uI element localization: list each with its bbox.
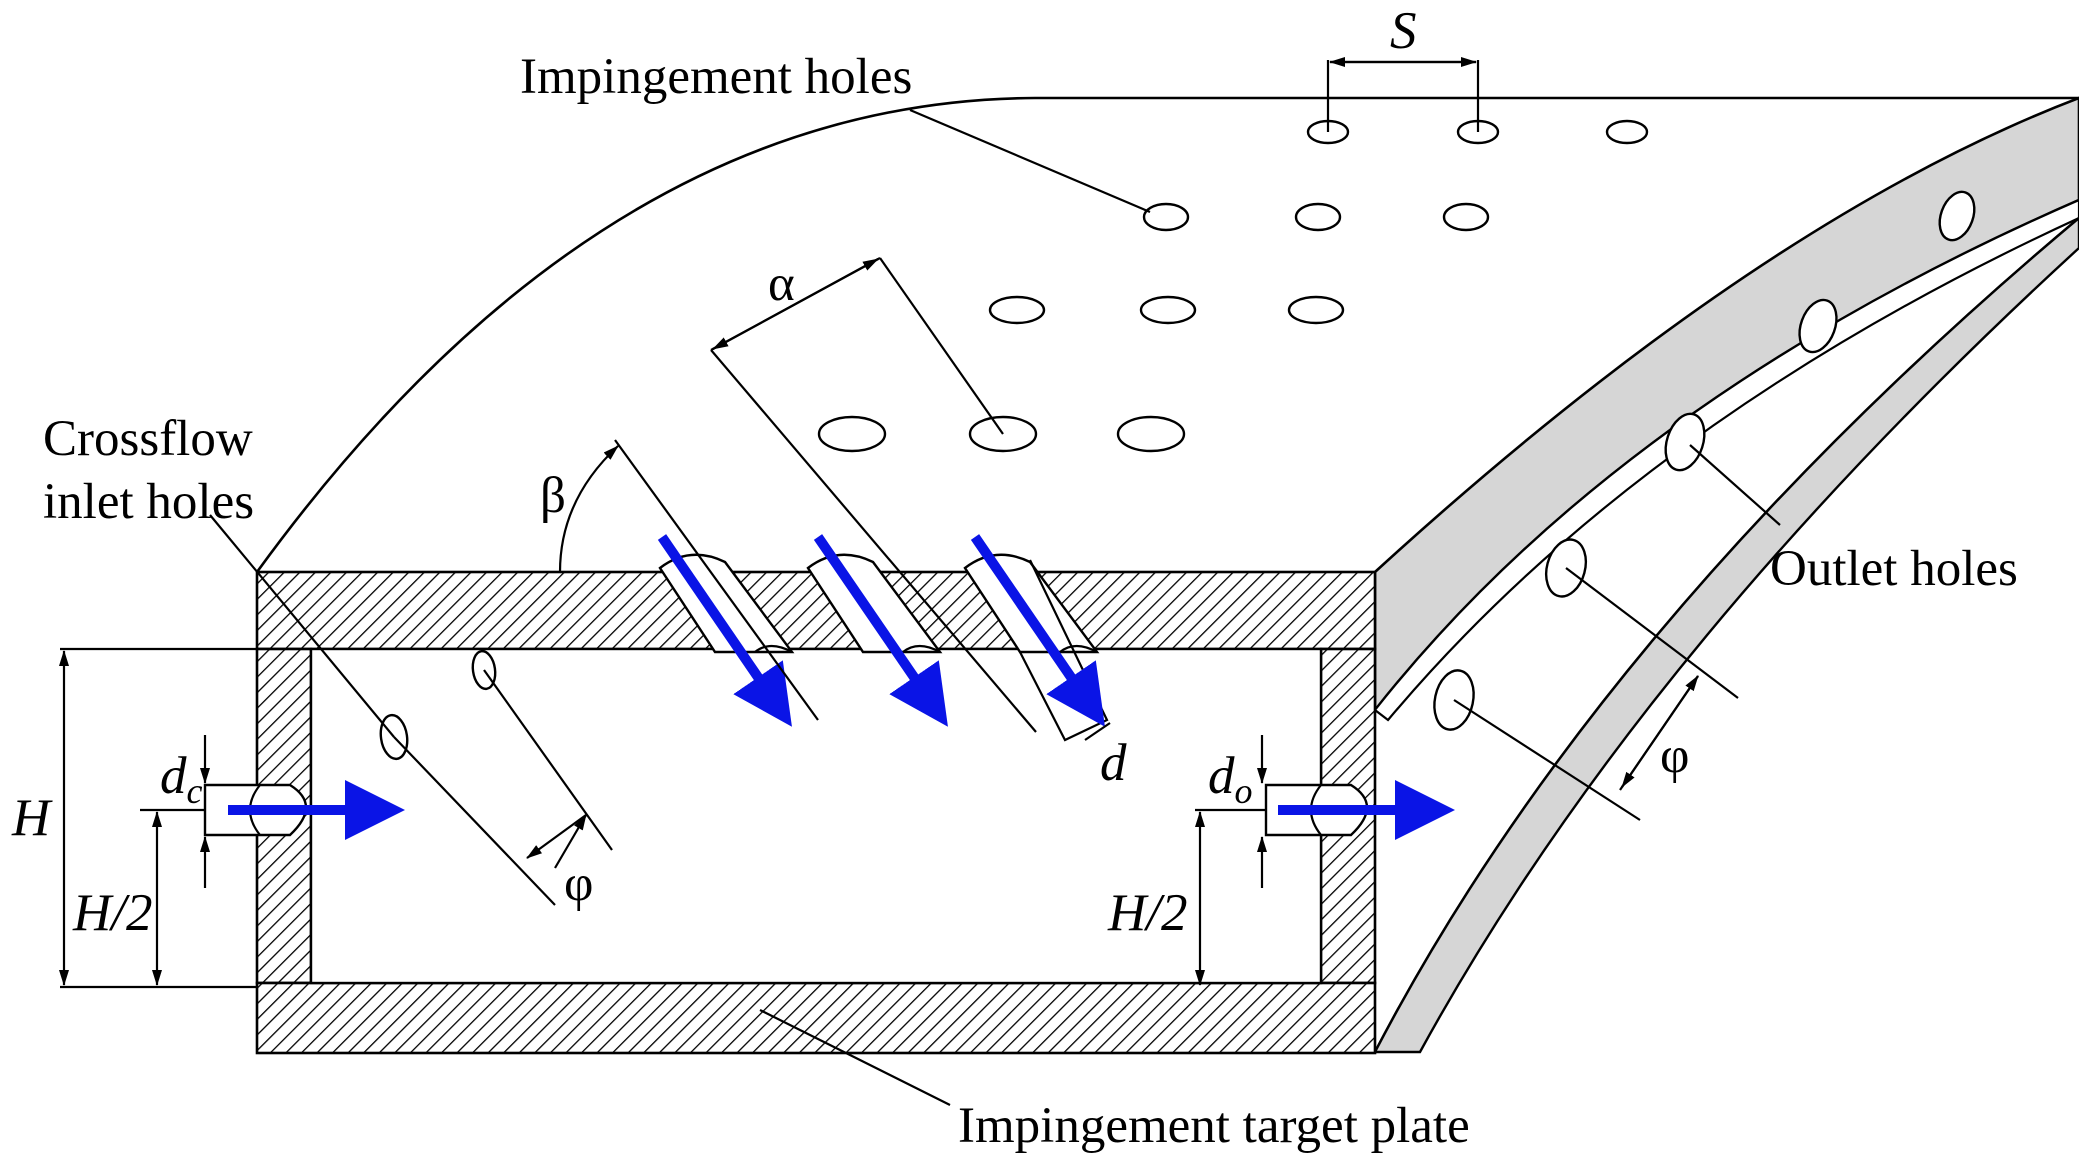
symbol-crossflow-diameter-base: d: [160, 747, 187, 805]
symbol-phi-right: φ: [1660, 728, 1689, 784]
symbol-alpha: α: [768, 256, 795, 312]
label-crossflow-line1: Crossflow: [43, 411, 253, 467]
label-outlet-holes: Outlet holes: [1770, 541, 2018, 597]
symbol-height: H: [11, 789, 53, 847]
impingement-jet-arrow: [970, 534, 1105, 727]
impingement-hole: [1605, 119, 1649, 145]
impingement-hole: [817, 415, 887, 453]
label-impingement-holes: Impingement holes: [520, 49, 912, 105]
impingement-hole: [988, 295, 1046, 325]
impingement-hole-array: [817, 119, 1649, 453]
impingement-jet-arrow: [657, 534, 792, 727]
impingement-hole: [1116, 415, 1186, 453]
impingement-hole: [1442, 202, 1490, 232]
flow-arrows: [228, 534, 1455, 840]
outlet-hole: [1938, 190, 1976, 242]
impingement-hole: [1294, 202, 1342, 232]
impingement-hole: [1142, 202, 1190, 232]
impingement-hole: [1287, 295, 1345, 325]
target-plate: [255, 981, 1377, 1055]
symbol-phi-left: φ: [564, 856, 593, 912]
dimension-lines: [59, 57, 1781, 1106]
label-target-plate: Impingement target plate: [958, 1098, 1470, 1154]
labels: Impingement holes Crossflow inlet holes …: [11, 2, 2018, 1154]
leader-crossflow-holes: [209, 514, 395, 738]
leader-impingement-holes: [909, 108, 1151, 214]
leader-target-plate: [759, 1009, 951, 1106]
leader-outlet-holes: [1689, 444, 1781, 526]
symbol-outlet-diameter-sub: o: [1235, 771, 1253, 811]
symbol-crossflow-diameter-sub: c: [187, 771, 203, 811]
symbol-half-height-right: H/2: [1107, 884, 1188, 942]
cross-section: [203, 553, 1377, 1055]
label-crossflow-line2: inlet holes: [43, 474, 254, 530]
impingement-jet-arrow: [813, 534, 948, 727]
symbol-outlet-diameter-base: d: [1208, 747, 1235, 805]
symbol-crossflow-diameter: dc: [160, 747, 203, 811]
symbol-diameter: d: [1100, 734, 1127, 792]
outlet-hole: [1664, 412, 1706, 472]
outlet-hole: [1798, 298, 1838, 354]
impingement-hole: [1139, 295, 1197, 325]
symbol-spacing: S: [1390, 2, 1417, 60]
symbol-outlet-diameter: do: [1208, 747, 1253, 811]
symbol-half-height-left: H/2: [72, 884, 153, 942]
symbol-beta: β: [540, 468, 566, 524]
impingement-plate: [255, 570, 1377, 651]
